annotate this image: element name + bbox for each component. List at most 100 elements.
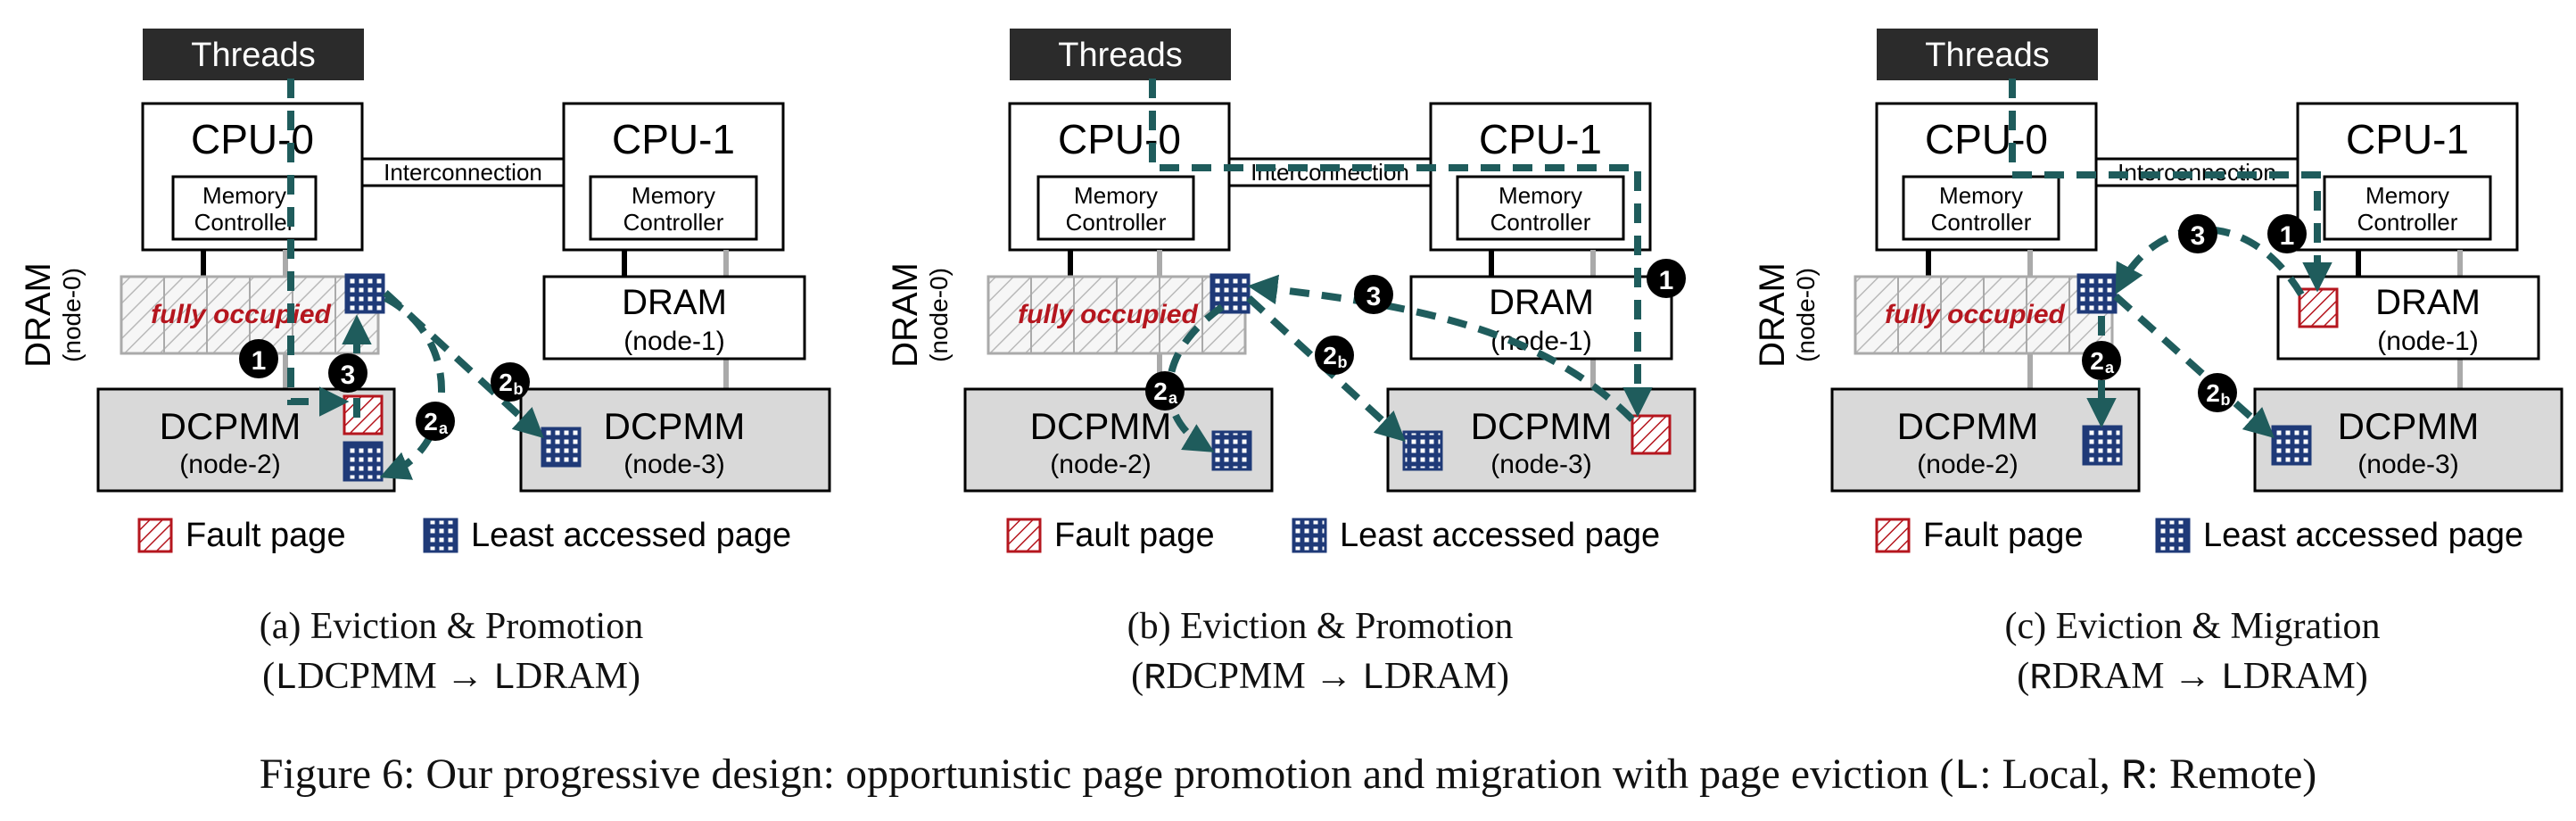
- dram-side-label: DRAM: [1753, 262, 1792, 368]
- step-2b-badge: [2198, 373, 2237, 412]
- least-accessed-page-icon: [1211, 430, 1252, 471]
- memory-controller-0: [1036, 175, 1195, 241]
- legend-fault-label: Fault page: [1054, 517, 1215, 554]
- step-2b-sub: b: [2221, 391, 2231, 409]
- flow-arrow-2b: [2113, 294, 2275, 438]
- legend-fault-label: Fault page: [1923, 517, 2084, 554]
- flow-arrow-1: [1149, 79, 1653, 418]
- flow-arrow-3: [1247, 274, 1635, 422]
- fully-occupied-label: fully occupied: [1885, 300, 2065, 329]
- dst-tier: DRAM: [1383, 656, 1497, 697]
- panel-c-tag: (c) Eviction & Migration: [2004, 606, 2381, 647]
- step-1-badge: [239, 339, 278, 378]
- step-2a-num: 2: [1153, 377, 1168, 405]
- caption-l-key: L: [1953, 753, 1980, 801]
- step-2a-sub: a: [2105, 359, 2115, 377]
- panel-c-caption: (c) Eviction & Migration (RDRAM → LDRAM): [1791, 601, 2576, 703]
- caption-r-text: : Remote): [2146, 751, 2317, 798]
- src-prefix: L: [275, 657, 298, 700]
- legend-fault-icon: [1875, 518, 1911, 553]
- step-2b-num: 2: [2206, 379, 2220, 407]
- figure-caption: Figure 6: Our progressive design: opport…: [0, 748, 2576, 804]
- cpu1-label: CPU-1: [1479, 116, 1602, 162]
- panel-a-tag: (a) Eviction & Promotion: [259, 606, 644, 647]
- dst-tier: DRAM: [515, 656, 628, 697]
- step-3-badge: [2178, 214, 2217, 253]
- dcpmm-node2-label: DCPMM: [160, 405, 301, 447]
- interconnection-label: Interconnection: [384, 159, 542, 186]
- legend-least-icon: [423, 518, 458, 553]
- src-tier: DRAM: [2052, 656, 2165, 697]
- fault-page-icon: [1631, 414, 1672, 455]
- step-2b-sub: b: [514, 380, 524, 398]
- step-2a-sub: a: [1168, 389, 1178, 407]
- memctrl-label: Memory: [632, 182, 715, 209]
- threads-box: [143, 29, 364, 80]
- dcpmm-node2-box: [963, 387, 1274, 493]
- legend-least-icon: [1292, 518, 1327, 553]
- step-2b-badge: [491, 362, 530, 402]
- flow-arrow-1: [2009, 79, 2332, 293]
- memctrl-label: Controller: [194, 209, 295, 236]
- panel-a: Threads CPU-0 Memory Controller CPU-1 Me…: [19, 29, 831, 554]
- threads-box: [1010, 29, 1231, 80]
- memory-controller-1: [589, 175, 758, 241]
- step-1-badge: [1647, 259, 1686, 298]
- cpu0-label: CPU-0: [191, 116, 314, 162]
- dram-side-node-label: (node-0): [1792, 268, 1820, 362]
- least-accessed-page-icon: [2082, 425, 2123, 466]
- step-2a-num: 2: [2090, 347, 2104, 375]
- flow-arrow-3: [2115, 226, 2305, 297]
- memctrl-label: Memory: [2365, 182, 2449, 209]
- step-1-label: 1: [1659, 266, 1674, 295]
- threads-box: [1877, 29, 2098, 80]
- dram-node1-label: DRAM: [2375, 283, 2481, 322]
- memctrl-label: Controller: [1931, 209, 2032, 236]
- arrow-symbol: →: [436, 656, 493, 697]
- step-3-label: 3: [341, 361, 356, 390]
- panel-b-transition: (RDCPMM → LDRAM): [1131, 656, 1509, 700]
- legend-least-label: Least accessed page: [1340, 517, 1660, 554]
- dcpmm-node3-label: DCPMM: [604, 405, 746, 447]
- memctrl-label: Controller: [1066, 209, 1167, 236]
- src-tier: DCPMM: [297, 656, 437, 697]
- src-prefix: R: [1144, 657, 1167, 700]
- legend-least-label: Least accessed page: [2203, 517, 2523, 554]
- dcpmm-node3-sub: (node-3): [1490, 450, 1591, 479]
- dram-side-node-label: (node-0): [925, 268, 953, 362]
- least-accessed-page-icon: [343, 441, 384, 482]
- step-1-label: 1: [252, 346, 267, 376]
- memctrl-label: Memory: [202, 182, 286, 209]
- step-3-badge: [328, 353, 367, 393]
- step-3-label: 3: [1366, 282, 1382, 311]
- step-2a-sub: a: [439, 419, 449, 437]
- src-prefix: R: [2029, 657, 2052, 700]
- dst-tier: DRAM: [2242, 656, 2356, 697]
- panel-c: Threads CPU-0 Memory Controller CPU-1 Me…: [1753, 29, 2564, 554]
- dcpmm-node2-sub: (node-2): [1917, 450, 2018, 479]
- flow-arrow-2b: [383, 290, 544, 439]
- cpu0-label: CPU-0: [1058, 116, 1181, 162]
- cpu1-label: CPU-1: [612, 116, 735, 162]
- dcpmm-node3-sub: (node-3): [2357, 450, 2458, 479]
- src-tier: DCPMM: [1166, 656, 1306, 697]
- dram-node1-label: DRAM: [1489, 283, 1594, 322]
- memctrl-label: Memory: [1074, 182, 1158, 209]
- dcpmm-node3-label: DCPMM: [1471, 405, 1613, 447]
- step-2a-badge: [2082, 341, 2121, 380]
- caption-l-text: : Local,: [1979, 751, 2121, 798]
- step-2b-num: 2: [1323, 342, 1337, 369]
- dst-prefix: L: [1361, 657, 1384, 700]
- memory-controller-1: [1456, 175, 1625, 241]
- least-accessed-page-icon: [2076, 273, 2118, 314]
- step-2a-badge: [1145, 371, 1185, 410]
- threads-label: Threads: [1058, 37, 1182, 74]
- panel-a-transition: (LDCPMM → LDRAM): [262, 656, 640, 700]
- least-accessed-page-icon: [541, 427, 582, 468]
- fault-page-icon: [343, 394, 384, 435]
- least-accessed-page-icon: [1402, 430, 1443, 471]
- dst-prefix: L: [492, 657, 516, 700]
- arrow-symbol: →: [1305, 656, 1362, 697]
- fault-page-icon: [2298, 287, 2339, 328]
